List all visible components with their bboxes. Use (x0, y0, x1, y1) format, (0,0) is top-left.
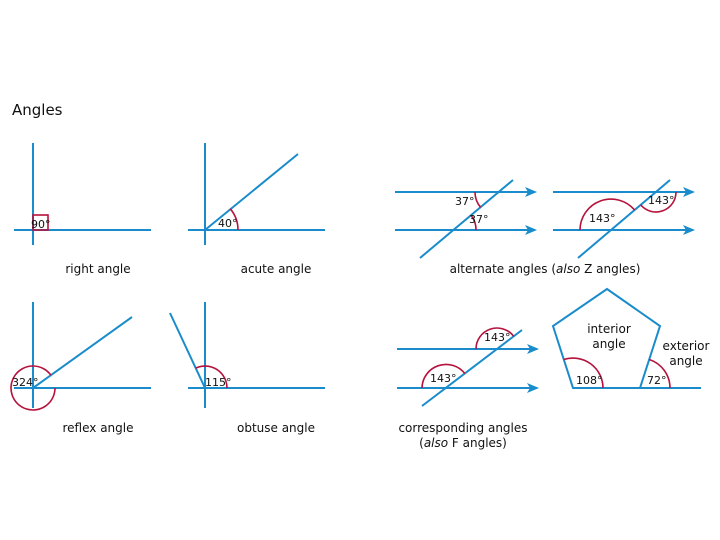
acute-angle-value: 40° (218, 217, 238, 230)
right-angle-figure: 90° right angle (14, 143, 151, 276)
alternate-angle-top-value: 37° (455, 195, 475, 208)
obtuse-angle-arc (195, 365, 228, 389)
interior-angle-value: 108° (576, 374, 603, 387)
alternate-angles-figure: 37° 37° 143° 143° alternate angles (also… (395, 179, 695, 276)
exterior-angle-value: 72° (647, 374, 667, 387)
alternate-angle-bottom-value: 37° (469, 213, 489, 226)
page-title: Angles (12, 101, 63, 119)
corresponding-angles-sublabel: (also F angles) (419, 436, 507, 450)
right-angle-label: right angle (65, 262, 130, 276)
corresponding-angle-bottom-value: 143° (430, 372, 457, 385)
acute-angle-arc (229, 208, 239, 231)
obtuse-angle-value: 115° (205, 376, 232, 389)
right-angle-marker (32, 214, 49, 231)
pentagon-figure: interior angle exterior angle 108° 72° (551, 287, 710, 389)
obtuse-angle-figure: 115° obtuse angle (169, 302, 325, 435)
interior-label-2: angle (592, 337, 625, 351)
reflex-angle-label: reflex angle (63, 421, 134, 435)
exterior-label-1: exterior (663, 339, 710, 353)
interior-angle-arc (563, 357, 604, 389)
alternate-angle-left-value: 143° (589, 212, 616, 225)
reflex-angle-figure: 324° reflex angle (10, 302, 151, 435)
corresponding-angles-figure: 143° 143° corresponding angles (also F a… (397, 327, 539, 450)
alternate-angles-label: alternate angles (also Z angles) (450, 262, 641, 276)
interior-label-1: interior (587, 322, 631, 336)
obtuse-angle-label: obtuse angle (237, 421, 315, 435)
acute-angle-figure: 40° acute angle (188, 143, 325, 276)
right-angle-value: 90° (31, 218, 51, 231)
corresponding-angles-label: corresponding angles (398, 421, 527, 435)
reflex-angle-arc (10, 365, 56, 411)
exterior-angle-arc (649, 358, 671, 389)
exterior-label-2: angle (669, 354, 702, 368)
reflex-angle-value: 324° (12, 376, 39, 389)
alternate-angle-right-value: 143° (648, 194, 675, 207)
corresponding-angle-top-value: 143° (484, 331, 511, 344)
acute-angle-label: acute angle (241, 262, 312, 276)
